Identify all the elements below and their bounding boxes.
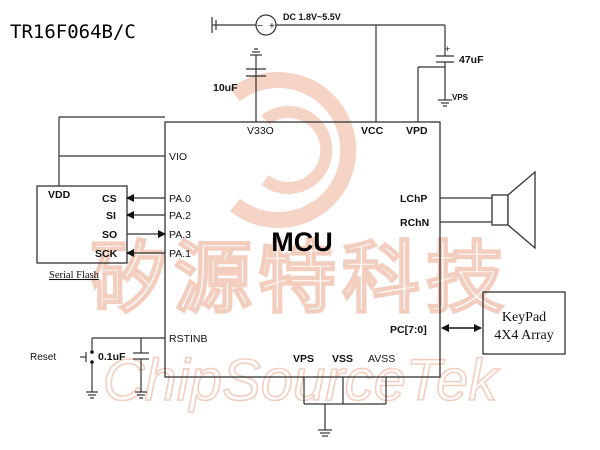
pin-vio: VIO	[169, 151, 187, 163]
bottom-ground	[303, 377, 387, 437]
flash-so: SO	[102, 229, 117, 241]
mcu-label: MCU	[271, 227, 333, 257]
flash-sck: SCK	[95, 248, 118, 260]
dc-source-minus: −	[257, 21, 263, 32]
keypad-line2: 4X4 Array	[494, 328, 554, 343]
page-title: TR16F064B/C	[10, 21, 136, 43]
pin-avss: AVSS	[368, 353, 395, 365]
pin-rstinb: RSTINB	[169, 333, 208, 345]
pin-vcc: VCC	[361, 125, 384, 137]
keypad-line1: KeyPad	[502, 310, 546, 325]
pin-rchn: RChN	[400, 217, 429, 229]
pin-v33o: V33O	[247, 125, 274, 137]
pin-lchp: LChP	[400, 193, 427, 205]
power-rail: − + DC 1.8V~5.5V	[211, 12, 445, 122]
serial-flash: VDD CS SI SO SCK Serial Flash	[36, 185, 128, 281]
flash-cs: CS	[102, 193, 117, 205]
pin-pa2: PA.2	[169, 210, 191, 222]
watermark: 矽源特科技 ChipSourceTek	[89, 72, 510, 414]
pin-vps: VPS	[293, 353, 314, 365]
power-label: DC 1.8V~5.5V	[283, 12, 341, 22]
pin-vss: VSS	[332, 353, 353, 365]
pin-vpd: VPD	[406, 125, 428, 137]
watermark-cn: 矽源特科技	[90, 234, 510, 322]
pin-pa0: PA.0	[169, 193, 191, 205]
pin-pc: PC[7:0]	[390, 324, 427, 336]
cap-47uf-plus: +	[445, 44, 450, 54]
dc-source-plus: +	[269, 21, 275, 32]
keypad: KeyPad 4X4 Array	[441, 291, 566, 355]
cap-47uf-label: 47uF	[459, 54, 484, 66]
watermark-logo	[230, 72, 357, 228]
speaker-icon	[440, 170, 536, 250]
mcu-chip	[164, 121, 441, 378]
reset-label: Reset	[30, 352, 56, 363]
flash-vdd: VDD	[48, 189, 71, 201]
dc-source-icon	[255, 14, 277, 36]
vps-top-label: VPS	[452, 93, 469, 102]
pin-pa3: PA.3	[169, 229, 191, 241]
cap-10uf-label: 10uF	[213, 82, 238, 94]
capacitor-10uf: 10uF	[213, 48, 266, 122]
capacitor-47uf: + 47uF VPS	[436, 25, 484, 107]
cap-01uf-label: 0.1uF	[98, 351, 126, 363]
flash-si: SI	[106, 210, 116, 222]
watermark-en: ChipSourceTek	[103, 348, 500, 413]
flash-caption: Serial Flash	[49, 270, 100, 281]
pin-pa1: PA.1	[169, 248, 191, 260]
reset-circuit: Reset 0.1uF	[30, 337, 165, 399]
